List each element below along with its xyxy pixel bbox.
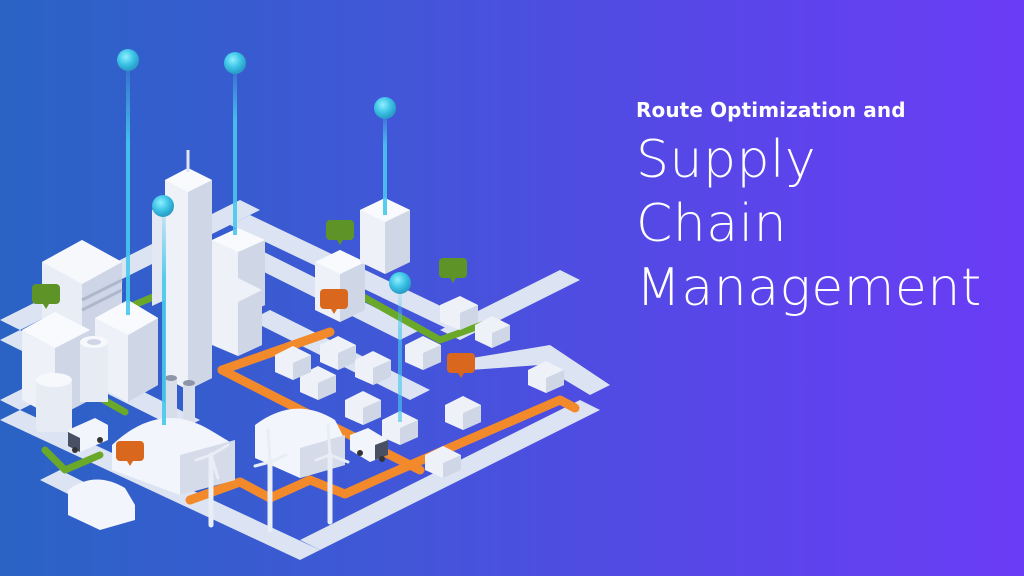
wind-turbine-icon (253, 428, 288, 533)
house (475, 316, 510, 348)
delivery-van-icon (68, 418, 108, 453)
house (445, 396, 481, 430)
houses (275, 296, 564, 478)
location-pin-icon (117, 49, 139, 71)
house (355, 351, 391, 385)
location-pin-icons (117, 49, 411, 294)
title-line-2: Chain (636, 194, 788, 254)
house (275, 346, 311, 380)
chat-bubble-icon (439, 258, 467, 283)
house (405, 336, 441, 370)
house (528, 361, 564, 393)
house (345, 391, 381, 425)
house (300, 366, 336, 400)
title-line-1: Supply (636, 130, 817, 190)
house (320, 336, 356, 370)
location-pin-icon (374, 97, 396, 119)
chat-bubble-icon (447, 353, 475, 378)
location-pin-icon (224, 52, 246, 74)
chat-bubble-icon (32, 284, 60, 309)
headline-block: Route Optimization and Supply Chain Mana… (636, 96, 982, 320)
house (425, 446, 461, 478)
chat-bubble-icon (320, 289, 348, 314)
title-line-3: Management (636, 258, 982, 318)
delivery-van-icon (350, 428, 388, 462)
location-pin-icon (152, 195, 174, 217)
chat-bubble-icon (116, 441, 144, 466)
wind-turbine-icon (194, 443, 230, 528)
wind-turbine-icon (314, 423, 350, 525)
chat-bubble-icons (32, 220, 475, 466)
subtitle: Route Optimization and (636, 98, 906, 122)
chat-bubble-icon (326, 220, 354, 245)
pin-beams (126, 70, 402, 425)
buildings (22, 150, 410, 530)
location-pin-icon (389, 272, 411, 294)
house (440, 296, 478, 330)
house (382, 411, 418, 445)
